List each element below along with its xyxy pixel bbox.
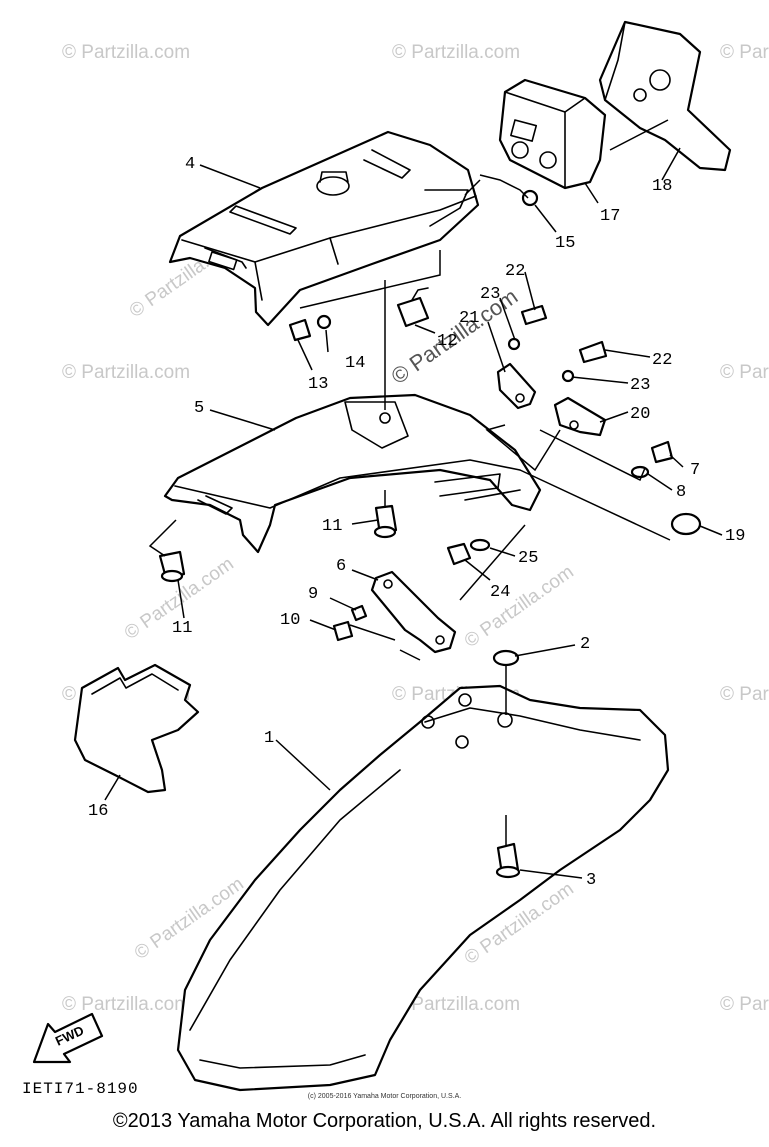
callout-19: 19 [725,527,745,546]
bracket-part-18 [598,20,732,172]
watermark: © Partzilla.com [720,684,769,705]
callout-9: 9 [308,585,318,604]
watermark: © Partzilla.com [62,42,190,63]
watermark: © Partzilla.com [720,994,769,1015]
callout-16: 16 [88,802,108,821]
rear-fender-part-5 [163,393,542,554]
watermark: © Partzilla.com [62,994,190,1015]
main-fender-part-1 [176,684,670,1092]
fwd-arrow-icon: FWD [32,1012,104,1064]
callout-10: 10 [280,611,300,630]
callout-11b: 11 [172,619,192,638]
callout-1: 1 [264,729,274,748]
copyright-text: ©2013 Yamaha Motor Corporation, U.S.A. A… [112,1110,657,1132]
leader-lines [104,119,723,879]
watermark: © Partzilla.com [720,42,769,63]
callout-4: 4 [185,155,195,174]
callout-17: 17 [600,207,620,226]
callout-21: 21 [459,309,479,328]
callout-6: 6 [336,557,346,576]
watermark: © Partzilla.com [461,561,578,652]
callout-12: 12 [437,332,457,351]
reflector-part-16 [73,663,200,794]
callout-11a: 11 [322,517,342,536]
watermark: © Partzilla.com [62,362,190,383]
callout-13: 13 [308,375,328,394]
small-copyright: (c) 2005-2016 Yamaha Motor Corporation, … [307,1093,462,1100]
callout-7: 7 [690,461,700,480]
callout-14: 14 [345,354,365,373]
bracket-part-20 [553,396,607,437]
callout-5: 5 [194,399,204,418]
watermark: © Partzilla.com [720,362,769,383]
callout-18: 18 [652,177,672,196]
tail-cover-part-4 [168,130,480,327]
callout-24: 24 [490,583,510,602]
bracket-part-21 [496,362,537,410]
callouts: 1 2 3 4 5 6 7 8 9 10 11 11 12 13 14 15 1… [88,155,745,890]
diagram-code: IETI71-8190 [22,1080,139,1098]
callout-3: 3 [586,871,596,890]
callout-22b: 22 [652,351,672,370]
watermark: © Partzilla.com [392,42,520,63]
callout-23a: 23 [480,285,500,304]
callout-8: 8 [676,483,686,502]
bracket-part-6 [370,570,457,654]
tail-light-housing-part-17 [498,78,607,190]
callout-25: 25 [518,549,538,568]
callout-22a: 22 [505,262,525,281]
watermark: © Partzilla.com [392,994,520,1015]
callout-20: 20 [630,405,650,424]
hardware [158,189,702,879]
callout-15: 15 [555,234,575,253]
callout-2: 2 [580,635,590,654]
callout-23b: 23 [630,376,650,395]
